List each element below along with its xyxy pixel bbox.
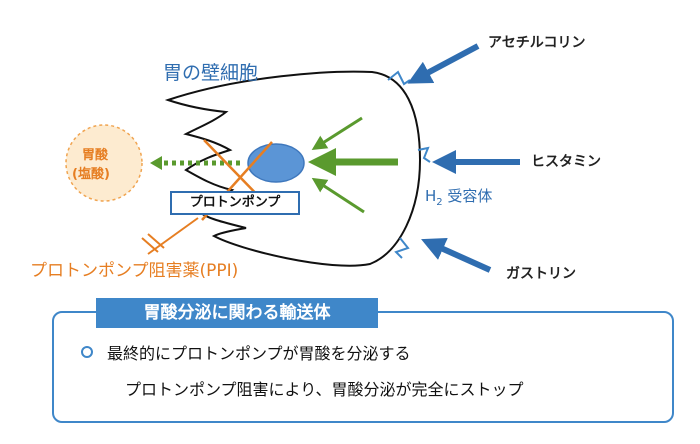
- receptor-notch-bottom: [394, 237, 410, 259]
- circle-bullet-icon: [81, 346, 93, 358]
- receptor-notch-h2: [417, 146, 431, 163]
- inhibition-bar-1: [141, 237, 159, 253]
- gastrin-label: ガストリン: [506, 266, 576, 282]
- ppi-label: プロトンポンプ阻害薬(PPI): [30, 261, 239, 281]
- h2-receptor-label: H2 受容体: [425, 189, 492, 208]
- summary-line-1: 最終的にプロトンポンプが胃酸を分泌する: [107, 344, 411, 363]
- cell-title: 胃の壁細胞: [163, 62, 259, 84]
- receptor-notch-top: [387, 70, 411, 86]
- acetylcholine-arrow: [407, 43, 480, 84]
- gastric-acid-circle: [65, 124, 143, 202]
- inhibition-line: [147, 217, 199, 255]
- hydrochloric-acid-label: (塩酸): [72, 167, 110, 182]
- gastrin-arrow: [421, 237, 492, 273]
- gastric-acid-label: 胃酸: [82, 148, 109, 163]
- summary-title: 胃酸分泌に関わる輸送体: [96, 298, 378, 328]
- acid-secretion-arrowhead: [150, 156, 162, 170]
- h2-subscript: 2: [436, 197, 443, 208]
- proton-pump-icon: [247, 143, 305, 183]
- proton-pump-label: プロトンポンプ: [170, 191, 300, 215]
- inhibition-bar-2: [147, 233, 165, 249]
- signal-arrow-top: [311, 116, 363, 151]
- h2-suffix: 受容体: [442, 187, 493, 205]
- signal-arrow-bottom: [311, 177, 365, 214]
- acetylcholine-label: アセチルコリン: [488, 35, 586, 51]
- summary-line-2: プロトンポンプ阻害により、胃酸分泌が完全にストップ: [125, 380, 524, 399]
- parietal-cell-outline: [164, 70, 422, 267]
- histamine-label: ヒスタミン: [531, 154, 601, 170]
- h2-prefix: H: [425, 187, 437, 205]
